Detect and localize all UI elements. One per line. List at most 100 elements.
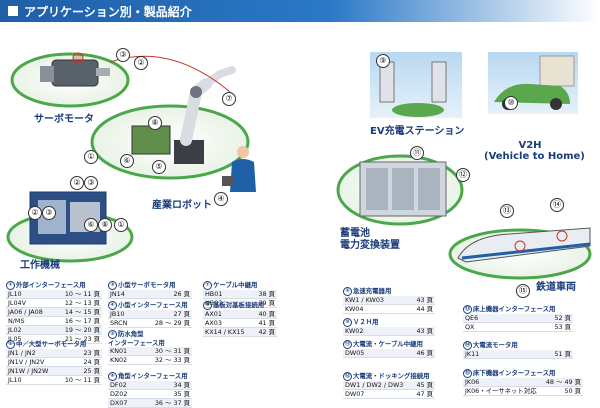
page-ref: 47 頁 bbox=[416, 390, 433, 398]
section-title: 中／大型サーボモータ用 bbox=[16, 340, 87, 348]
section-number: ⑧ bbox=[203, 301, 212, 310]
table-row: JK06・イーサネット対応 50 頁 bbox=[463, 387, 583, 396]
page-ref: 41 頁 bbox=[258, 319, 275, 327]
product-name: JK06 bbox=[465, 378, 480, 386]
product-name: DX07 bbox=[110, 399, 128, 407]
table-row: KN01 30 ～ 31 頁 bbox=[108, 347, 192, 356]
product-name: JB10 bbox=[110, 310, 125, 318]
page-ref: 43 頁 bbox=[416, 327, 433, 335]
v2h-group bbox=[488, 52, 578, 114]
section-number: ⑨ bbox=[343, 287, 352, 296]
marker-9: ⑨ bbox=[376, 54, 390, 68]
section-number: ⑦ bbox=[203, 281, 212, 290]
page-ref: 50 頁 bbox=[564, 387, 581, 395]
page-ref: 46 頁 bbox=[416, 349, 433, 357]
rail-group bbox=[448, 227, 592, 280]
banner-square-icon bbox=[8, 6, 18, 16]
page-ref: 48 ～ 49 頁 bbox=[545, 378, 581, 386]
marker-15: ⑮ bbox=[516, 284, 530, 298]
section-number: ⑩ bbox=[343, 318, 352, 327]
product-name: KN01 bbox=[110, 347, 128, 355]
section-number: ⑮ bbox=[463, 369, 472, 378]
product-name: SRCN bbox=[110, 319, 128, 327]
servo-motor-group bbox=[10, 52, 130, 108]
page-ref: 10 ～ 11 頁 bbox=[64, 290, 100, 298]
product-name: JN1V / JN2V bbox=[8, 358, 45, 366]
marker-6: ⑥ bbox=[120, 154, 134, 168]
page-ref: 27 頁 bbox=[173, 310, 190, 318]
section-title: ケーブル中継用 bbox=[213, 281, 258, 289]
section-title: 小型サーボモータ用 bbox=[118, 281, 176, 289]
marker-4: ④ bbox=[214, 192, 228, 206]
product-name: KN02 bbox=[110, 356, 128, 364]
page-ref: 45 頁 bbox=[416, 381, 433, 389]
product-name: DF02 bbox=[110, 381, 127, 389]
marker-14: ⑭ bbox=[550, 198, 564, 212]
page-ref: 16 ～ 17 頁 bbox=[64, 317, 100, 325]
v2h-label-line1: V2H bbox=[518, 140, 542, 151]
product-name: KX14 / KX15 bbox=[205, 328, 245, 336]
storage-label-line1: 蓄電池 bbox=[340, 228, 370, 239]
section-title: 防水角型 インターフェース用 bbox=[108, 330, 165, 347]
product-name: JL10 bbox=[8, 290, 22, 298]
section-number: ③ bbox=[108, 281, 117, 290]
page-ref: 10 ～ 11 頁 bbox=[64, 376, 100, 384]
page-ref: 36 ～ 37 頁 bbox=[154, 399, 190, 407]
storage-label-line2: 電力変換装置 bbox=[340, 240, 400, 251]
marker-3b: ③ bbox=[84, 176, 98, 190]
section-number: ⑤ bbox=[108, 330, 117, 339]
section-title: 外部インターフェース用 bbox=[16, 281, 86, 289]
product-name: JN14 bbox=[110, 290, 125, 298]
page-ref: 23 頁 bbox=[83, 349, 100, 357]
product-name: JK06・イーサネット対応 bbox=[465, 387, 537, 395]
page-ref: 30 ～ 31 頁 bbox=[154, 347, 190, 355]
section-title: 急速充電器用 bbox=[353, 287, 392, 295]
product-name: QE6 bbox=[465, 314, 479, 322]
section-number: ⑫ bbox=[343, 372, 352, 381]
page-ref: 19 ～ 20 頁 bbox=[64, 326, 100, 334]
section-title: Ｖ２Ｈ用 bbox=[353, 318, 379, 326]
machine-label: 工作機械 bbox=[20, 260, 60, 271]
section-title: 床上機器インターフェース用 bbox=[473, 305, 556, 313]
table-row: JL10 10 ～ 11 頁 bbox=[6, 376, 102, 385]
product-name: JK11 bbox=[465, 350, 480, 358]
product-name: KW04 bbox=[345, 305, 364, 313]
table-row: JL10 10 ～ 11 頁 bbox=[6, 290, 102, 299]
product-name: JL10 bbox=[8, 376, 22, 384]
marker-7: ⑦ bbox=[222, 92, 236, 106]
product-name: HB01 bbox=[205, 290, 223, 298]
table-row: DX07 36 ～ 37 頁 bbox=[108, 399, 192, 408]
page-ref: 28 ～ 29 頁 bbox=[154, 319, 190, 327]
